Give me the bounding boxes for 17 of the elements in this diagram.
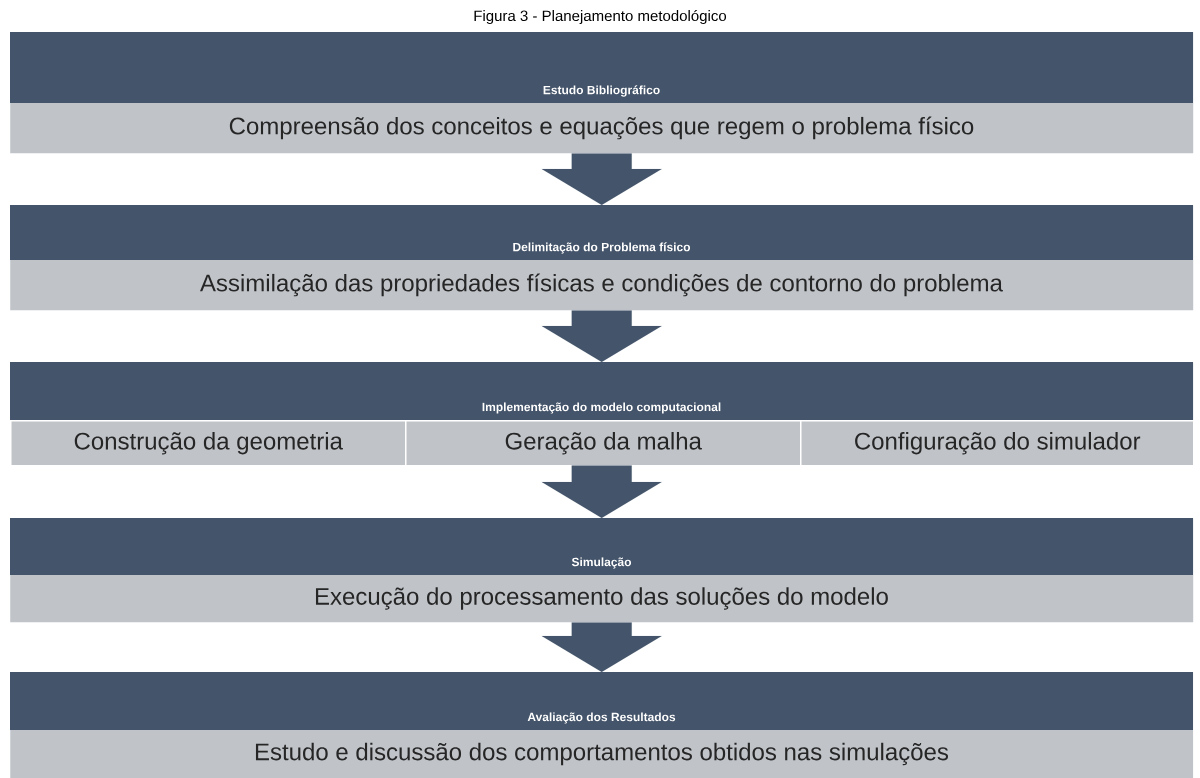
heading-band: Estudo Bibliográfico [10,32,1193,103]
figure-title: Figura 3 - Planejamento metodológico [474,9,727,25]
step-cell: Geração da malha [405,420,802,467]
step-cell: Configuração do simulador [800,420,1195,467]
heading-band: Delimitação do Problema físico [10,205,1193,260]
arrow [541,310,662,363]
arrow [541,153,662,206]
arrow [541,622,662,673]
heading-band: Simulação [10,518,1193,575]
stage-text: Compreensão dos conceitos e equações que regem o problema físico [229,116,974,140]
heading-band: Implementação do modelo computacional [10,362,1193,420]
heading-band: Avaliação dos Resultados [10,672,1193,730]
stage-text: Execução do processamento das soluções do modelo [316,587,888,610]
arrow [541,465,662,519]
stage-text: Assimilação das propriedades físicas e condições de contorno do problema [200,273,1003,297]
stage-text: Estudo e discussão dos comportamentos obtidos nas simulações [255,742,949,766]
step-cell: Construção da geometria [10,420,407,467]
